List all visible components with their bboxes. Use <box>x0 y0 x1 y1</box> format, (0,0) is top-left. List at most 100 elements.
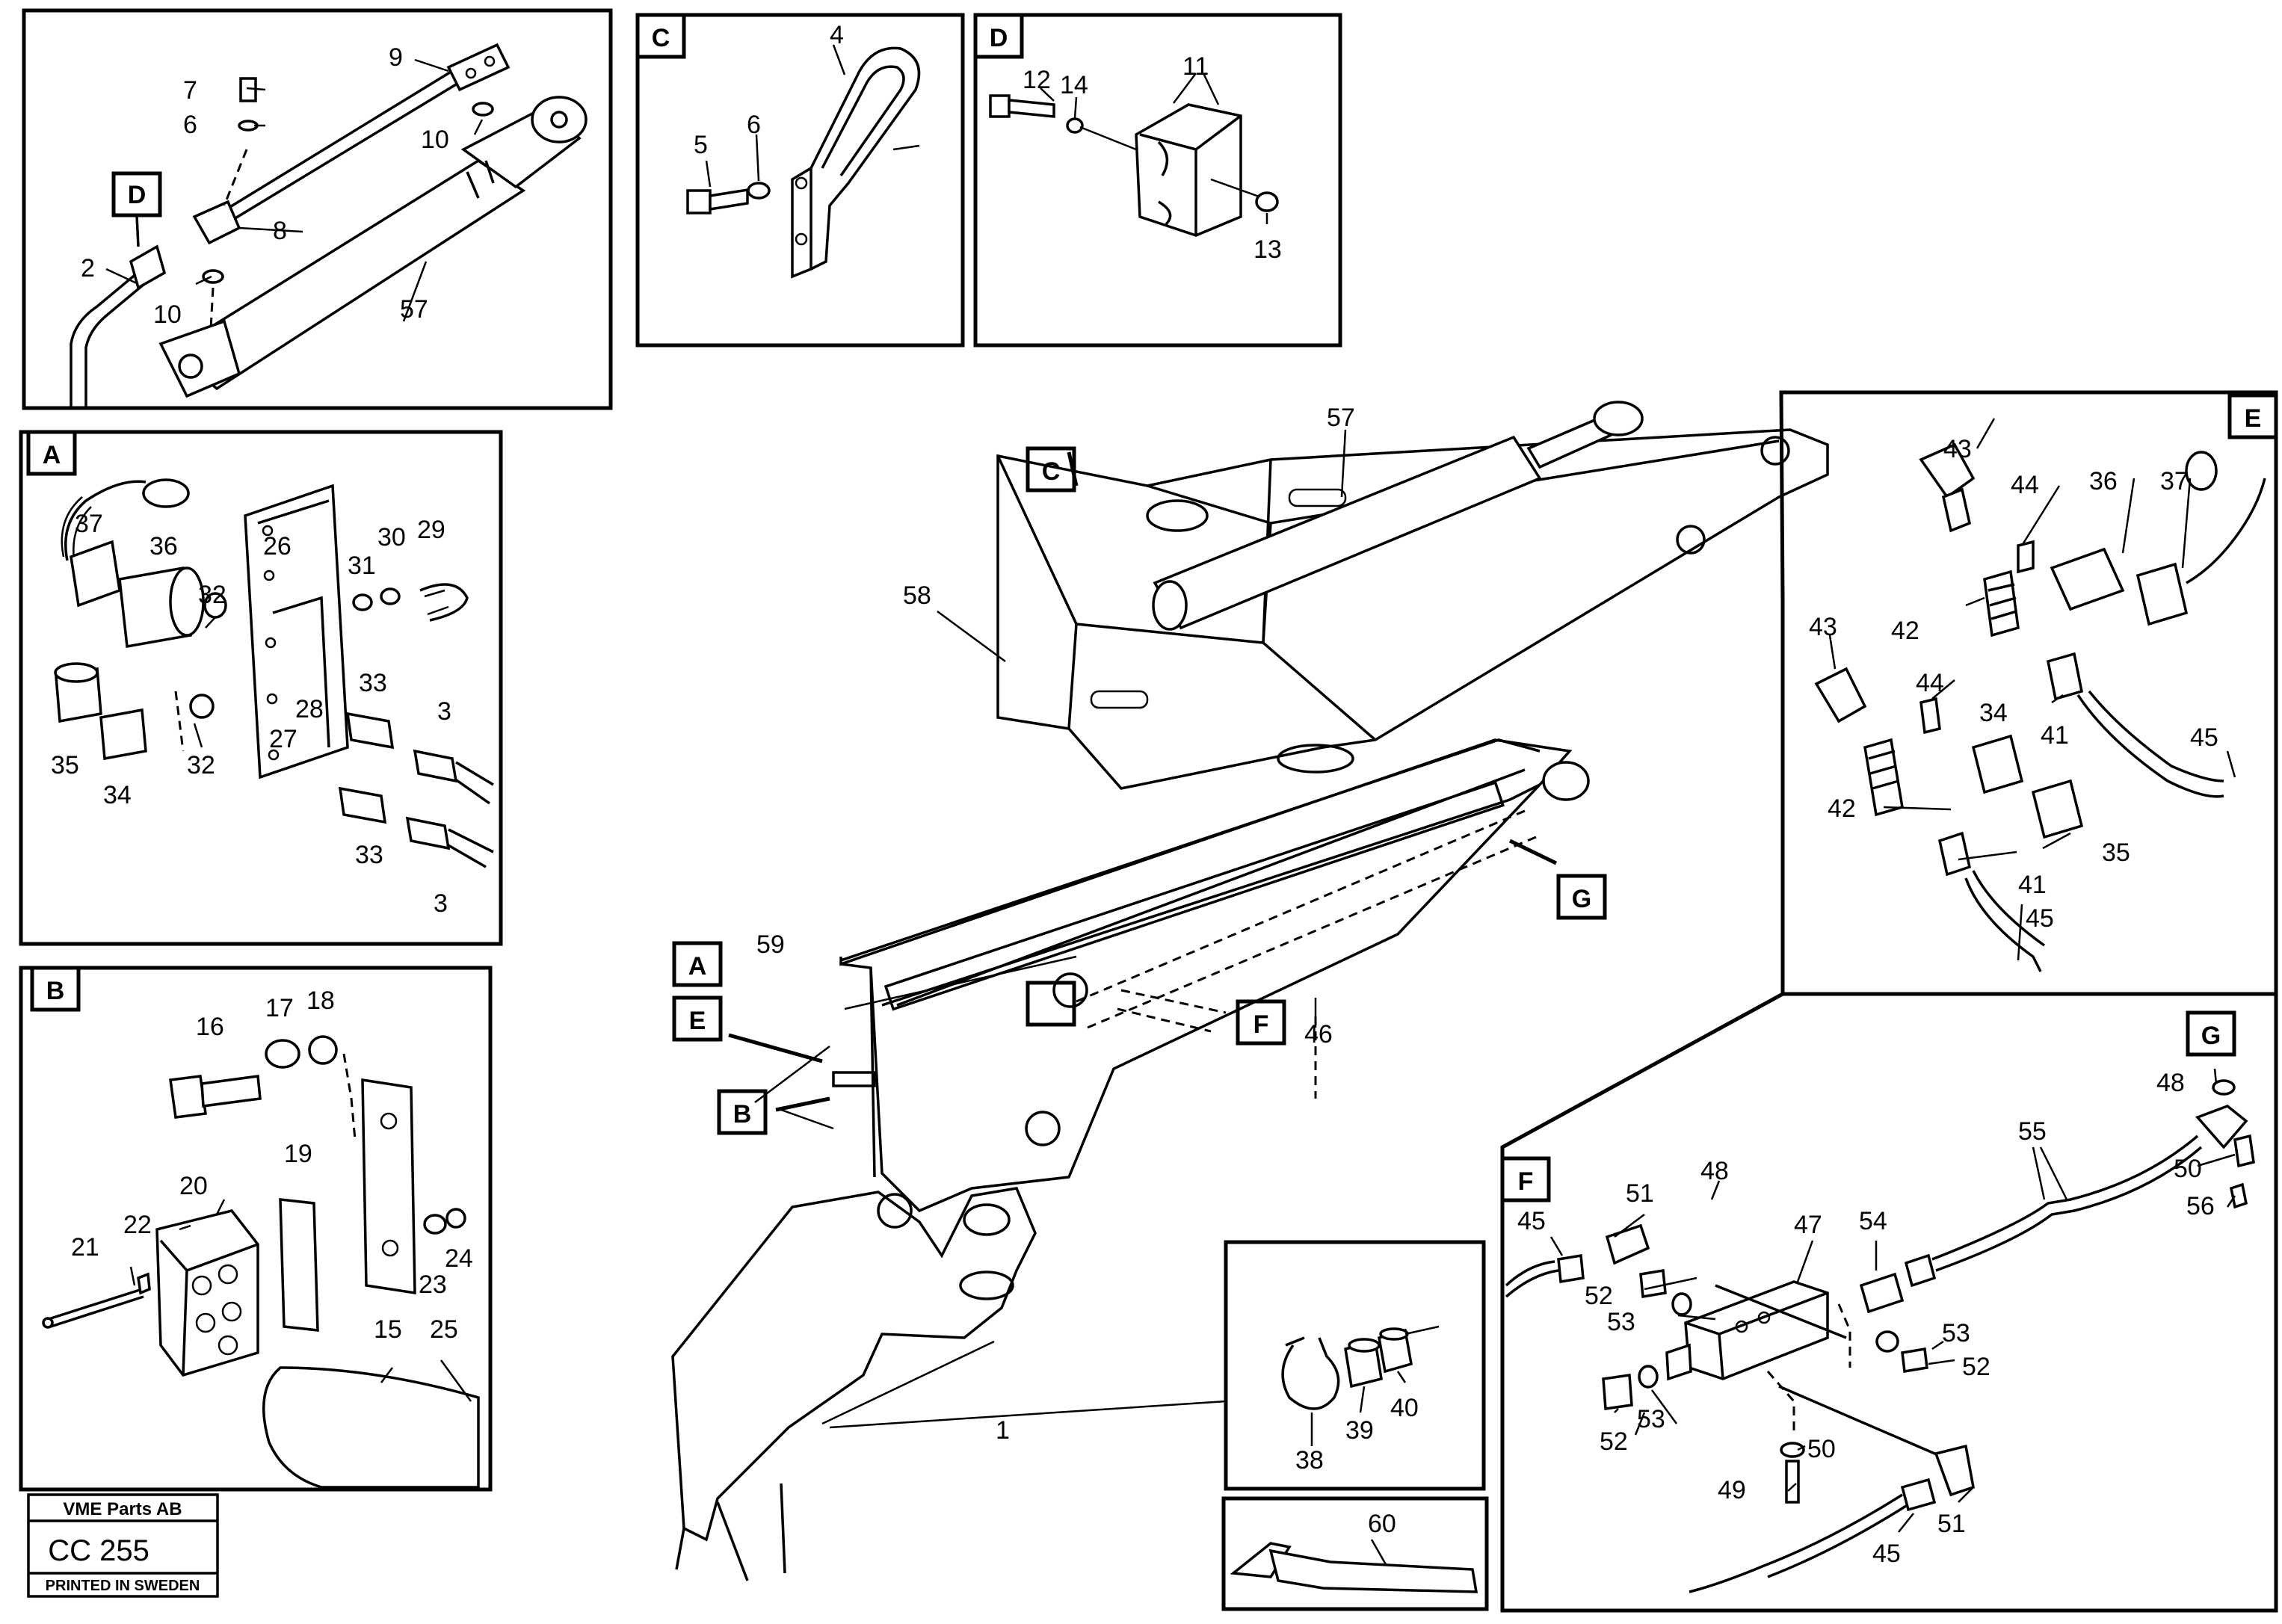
callout-C: C <box>1042 457 1061 486</box>
part-number: 35 <box>2102 839 2130 867</box>
part-number: 36 <box>2089 467 2118 495</box>
part-number: 59 <box>756 930 785 959</box>
part-number: 3 <box>437 697 451 726</box>
detail-label-E: E <box>2245 404 2262 433</box>
callout-E: E <box>689 1007 706 1035</box>
part-number: 16 <box>196 1013 224 1041</box>
part-number: 43 <box>1809 613 1837 641</box>
part-number: 38 <box>1295 1446 1324 1475</box>
part-number: 52 <box>1962 1353 1990 1381</box>
part-number: 57 <box>400 295 428 324</box>
detail-label-A: A <box>43 441 61 469</box>
drawing-code: CC 255 <box>48 1534 149 1567</box>
part-number: 29 <box>417 516 445 544</box>
callout-D: D <box>128 181 147 209</box>
part-number: 3 <box>434 889 448 918</box>
part-number: 28 <box>295 695 324 723</box>
part-number: 58 <box>903 581 931 610</box>
part-number: 7 <box>183 76 197 105</box>
part-number: 22 <box>123 1211 152 1239</box>
detail-label-B: B <box>46 977 65 1005</box>
detail-label-C: C <box>652 24 670 52</box>
part-number: 6 <box>747 111 761 139</box>
part-number: 34 <box>1979 699 2008 727</box>
part-number: 36 <box>149 532 178 561</box>
part-number: 47 <box>1794 1211 1822 1239</box>
part-number: 31 <box>348 552 376 580</box>
part-number: 45 <box>1872 1540 1901 1568</box>
part-number: 49 <box>1718 1476 1746 1504</box>
callout-G: G <box>1572 885 1591 913</box>
part-number: 41 <box>2041 721 2069 750</box>
part-number: 44 <box>1916 669 1944 697</box>
detail-E: E 43 44 36 37 42 43 41 44 34 45 42 35 <box>1779 390 2278 996</box>
clamp-detail: 38 39 40 <box>1224 1240 1486 1491</box>
part-number: 32 <box>198 581 226 609</box>
part-number: 46 <box>1304 1020 1333 1049</box>
callout-B: B <box>733 1100 752 1129</box>
part-number: 50 <box>1807 1435 1836 1463</box>
part-number: 17 <box>265 994 294 1022</box>
part-number: 14 <box>1060 71 1088 99</box>
part-number: 19 <box>284 1140 312 1168</box>
detail-D: D 12 14 11 13 <box>973 13 1342 348</box>
part-number: 5 <box>694 131 708 159</box>
part-number: 35 <box>51 751 79 779</box>
part-number: 45 <box>1517 1207 1546 1235</box>
part-number: 9 <box>389 43 403 72</box>
part-number: 56 <box>2186 1192 2215 1220</box>
part-number: 60 <box>1368 1510 1396 1538</box>
part-number: 48 <box>2156 1069 2185 1097</box>
part-number: 10 <box>153 300 182 329</box>
part-number: 37 <box>2160 467 2189 495</box>
part-number: 1 <box>996 1416 1010 1445</box>
detail-label-D: D <box>990 24 1008 52</box>
part-number: 48 <box>1700 1157 1729 1185</box>
printed-note: PRINTED IN SWEDEN <box>46 1578 200 1594</box>
part-number: 21 <box>71 1233 99 1262</box>
part-number: 26 <box>263 532 292 561</box>
detail-A: A 37 36 26 <box>19 430 503 946</box>
callout-F: F <box>1253 1010 1269 1039</box>
part-number: 25 <box>430 1315 458 1344</box>
part-number: 43 <box>1943 435 1972 463</box>
part-number: 33 <box>355 841 383 869</box>
title-block: VME Parts AB CC 255 PRINTED IN SWEDEN <box>27 1493 219 1598</box>
part-number: 39 <box>1345 1416 1374 1445</box>
part-number: 4 <box>830 21 844 49</box>
detail-C: C 4 5 6 <box>635 13 965 348</box>
part-number: 52 <box>1585 1282 1613 1310</box>
part-number: 33 <box>359 669 387 697</box>
part-number: 15 <box>374 1315 402 1344</box>
main-view: C A E B G F 57 58 59 46 1 <box>671 401 1829 1581</box>
part-number: 42 <box>1891 617 1919 645</box>
part-number: 52 <box>1600 1427 1628 1456</box>
part-number: 53 <box>1637 1405 1665 1433</box>
part-number: 13 <box>1253 235 1282 264</box>
part-number: 44 <box>2011 471 2039 499</box>
part-number: 11 <box>1182 52 1209 81</box>
part-number: 20 <box>179 1172 208 1200</box>
part-number: 41 <box>2018 871 2047 899</box>
part-number: 55 <box>2018 1117 2047 1146</box>
part-number: 40 <box>1390 1394 1419 1422</box>
part-number: 51 <box>1626 1179 1654 1208</box>
part-number: 45 <box>2190 723 2218 752</box>
part-number: 53 <box>1942 1319 1970 1347</box>
part-number: 10 <box>421 126 449 154</box>
part-number: 12 <box>1023 66 1051 94</box>
part-number: 34 <box>103 781 132 809</box>
part-number: 32 <box>187 751 215 779</box>
part-number: 18 <box>306 987 335 1015</box>
part-number: 2 <box>81 254 95 282</box>
part-number: 8 <box>273 217 287 245</box>
part-number: 24 <box>445 1244 473 1273</box>
detail-B: B 16 17 18 19 20 21 22 23 <box>19 966 493 1492</box>
detail-label-F: F <box>1518 1167 1534 1196</box>
top-left-view: D 9 7 6 10 8 2 10 57 <box>22 8 613 410</box>
part-number: 23 <box>419 1271 447 1299</box>
part-number: 30 <box>377 523 406 552</box>
part-number: 53 <box>1607 1308 1635 1336</box>
part-number: 37 <box>75 510 103 538</box>
